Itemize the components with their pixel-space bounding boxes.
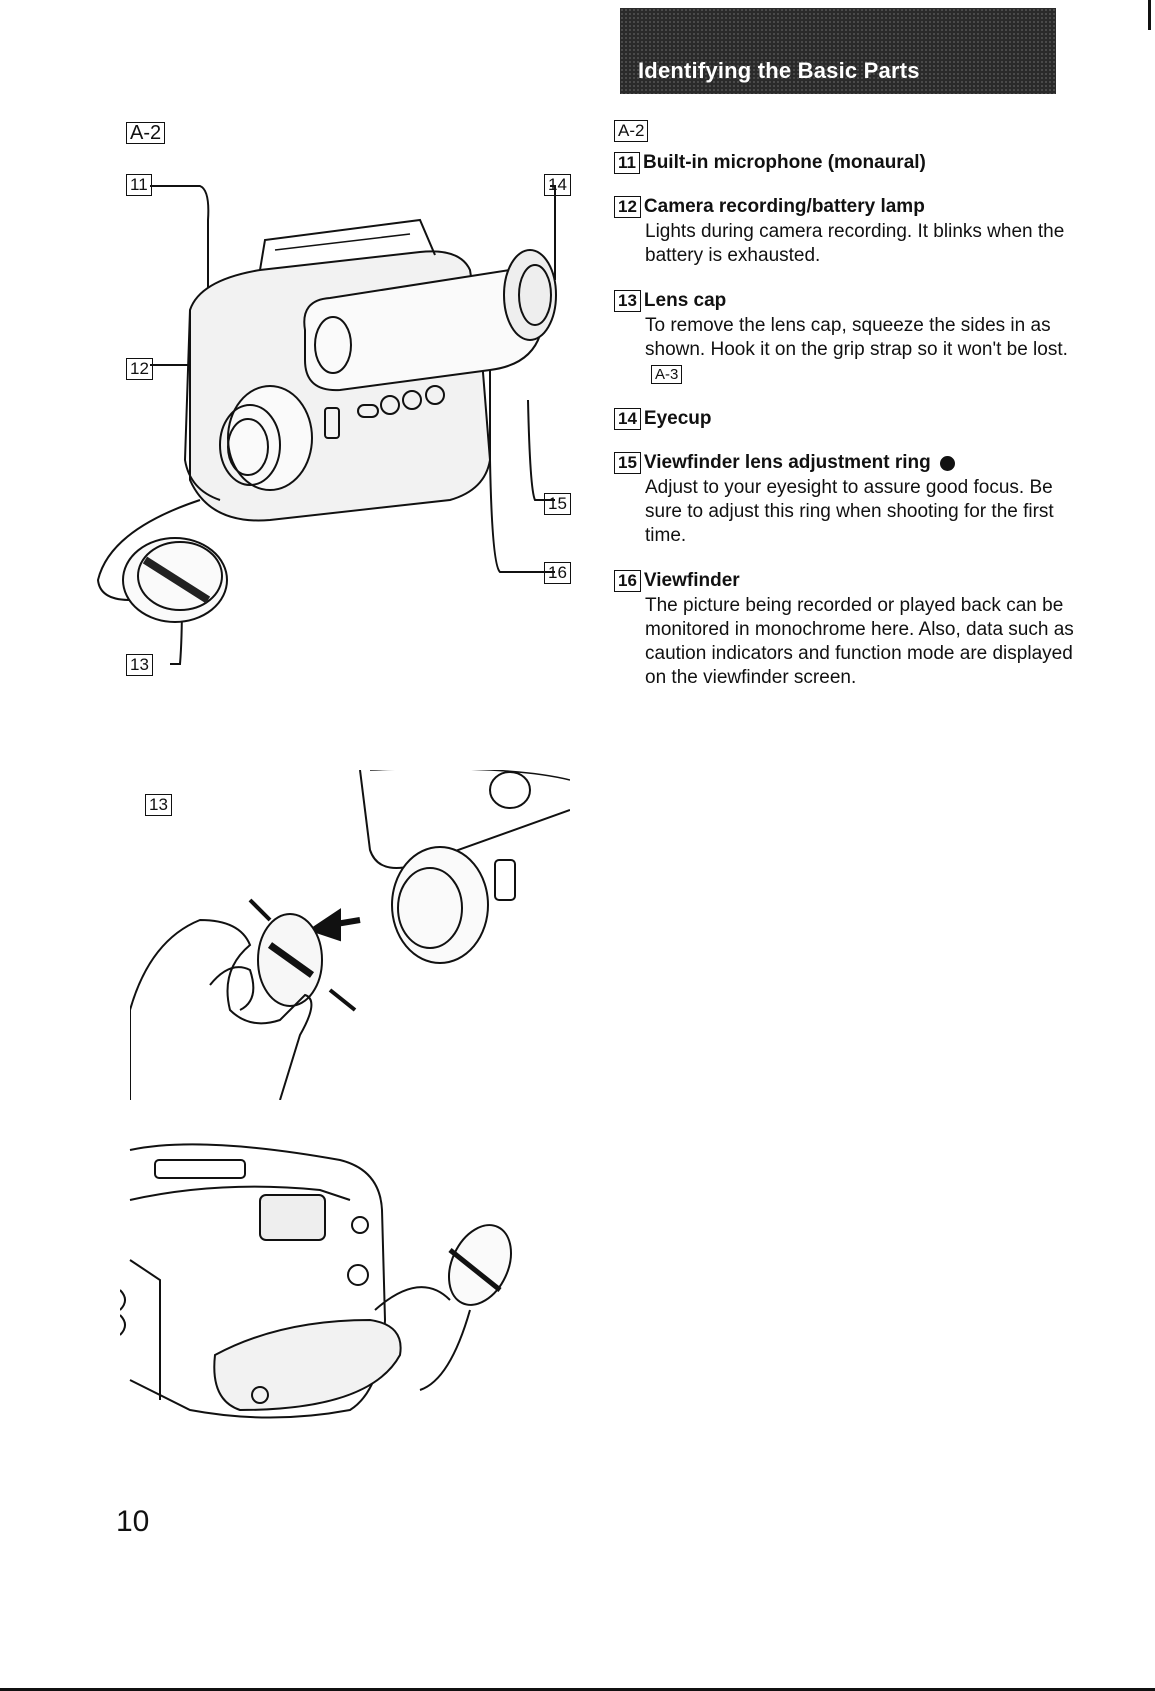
page-reference-icon [939, 455, 955, 471]
page-edge-mark [1148, 0, 1151, 30]
section-header: Identifying the Basic Parts [620, 8, 1056, 94]
lens-cap-on-strap-illustration [120, 1143, 512, 1419]
page-bottom-rule [0, 1688, 1155, 1691]
part-title: Lens cap [643, 290, 727, 311]
callout-15: 15 [544, 493, 571, 515]
part-number: 16 [614, 570, 641, 592]
part-title: Built-in microphone (monaural) [642, 152, 926, 173]
part-title: Viewfinder [643, 570, 740, 591]
page-number: 10 [116, 1505, 150, 1538]
part-title: Viewfinder lens adjustment ring [643, 452, 931, 473]
detail-callout-13: 13 [145, 794, 172, 816]
part-title: Camera recording/battery lamp [643, 196, 925, 217]
part-title: Eyecup [643, 408, 712, 429]
part-description: To remove the lens cap, squeeze the side… [645, 315, 1068, 360]
text-section-tag: A-2 [614, 120, 649, 142]
part-number: 12 [614, 196, 641, 218]
part-description: Adjust to your eyesight to assure good f… [645, 477, 1054, 546]
figure-section-tag: A-2 [126, 122, 166, 144]
callout-13: 13 [126, 654, 153, 676]
part-description: Lights during camera recording. It blink… [645, 221, 1065, 266]
figure-reference-tag: A-3 [651, 365, 683, 384]
part-description: The picture being recorded or played bac… [645, 595, 1074, 688]
callout-14: 14 [544, 174, 571, 196]
part-number: 15 [614, 452, 641, 474]
section-title: Identifying the Basic Parts [638, 58, 920, 83]
part-number: 11 [614, 152, 640, 174]
part-number: 14 [614, 408, 641, 430]
callout-12: 12 [126, 358, 153, 380]
part-number: 13 [614, 290, 641, 312]
camcorder-illustration [96, 185, 557, 665]
lens-cap-removal-illustration [130, 770, 570, 1100]
